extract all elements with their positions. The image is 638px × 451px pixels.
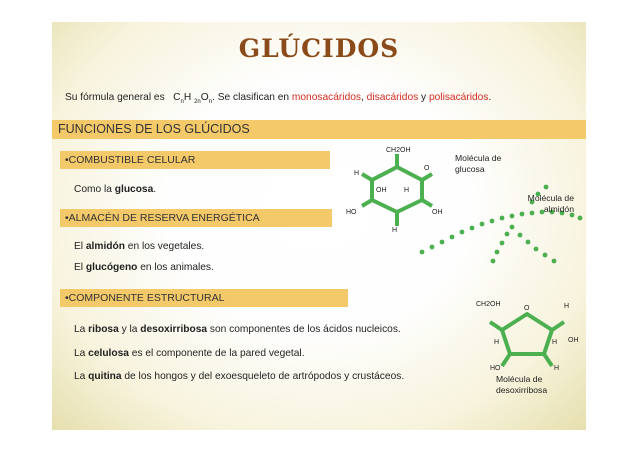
glucose-ch2oh-label: CH2OH [386,147,411,154]
text-glucosa: Como la glucosa. [74,184,157,195]
slide-title: GLÚCIDOS [238,34,400,63]
svg-text:HO: HO [490,365,501,372]
intro-prefix: Su fórmula general es [65,92,165,103]
glucose-molecule-diagram: CH2OH O H OH H HO OH H [346,147,443,232]
slide: GLÚCIDOS Su fórmula general es CnH 2nOn.… [52,22,586,430]
label-desoxirribosa: Molécula de desoxirribosa [496,374,548,395]
svg-text:OH: OH [568,337,579,344]
text-almidon: El almidón en los vegetales. [74,241,205,252]
starch-molecule-diagram [419,184,583,264]
general-formula: CnH 2nOn. [173,92,215,106]
svg-text:OH: OH [376,187,387,194]
text-ribosa: La ribosa y la desoxirribosa son compone… [74,324,401,335]
section-heading: FUNCIONES DE LOS GLÚCIDOS [52,120,586,139]
svg-text:H: H [554,365,559,372]
svg-text:H: H [354,170,359,177]
svg-text:H: H [404,187,409,194]
term-disacaridos: disacáridos [366,92,419,103]
text-celulosa: La celulosa es el componente de la pared… [74,348,305,359]
text-glucogeno: El glucógeno en los animales. [74,262,214,273]
svg-text:HO: HO [346,209,357,216]
svg-text:H: H [564,303,569,310]
deoxyribose-molecule-diagram: CH2OH O H H H OH HO H [476,301,579,372]
function-heading-almacen: •ALMACÉN DE RESERVA ENERGÉTICA [60,209,332,227]
text-quitina: La quitina de los hongos y del exoesquel… [74,371,405,382]
deoxy-ch2oh-label: CH2OH [476,301,501,308]
term-monosacaridos: monosacáridos [291,92,361,103]
intro-text: Su fórmula general es CnH 2nOn. Se clasi… [65,92,492,106]
svg-text:H: H [552,339,557,346]
svg-text:OH: OH [432,209,443,216]
svg-text:H: H [494,339,499,346]
function-heading-estructural: •COMPONENTE ESTRUCTURAL [60,289,348,307]
label-glucosa: Molécula de glucosa [455,153,502,174]
term-polisacaridos: polisacáridos [428,92,489,103]
svg-text:O: O [524,305,530,312]
label-almidon: Molécula de almidón [527,193,574,214]
function-heading-combustible: •COMBUSTIBLE CELULAR [60,151,330,169]
svg-text:O: O [424,165,430,172]
svg-text:H: H [392,227,397,232]
